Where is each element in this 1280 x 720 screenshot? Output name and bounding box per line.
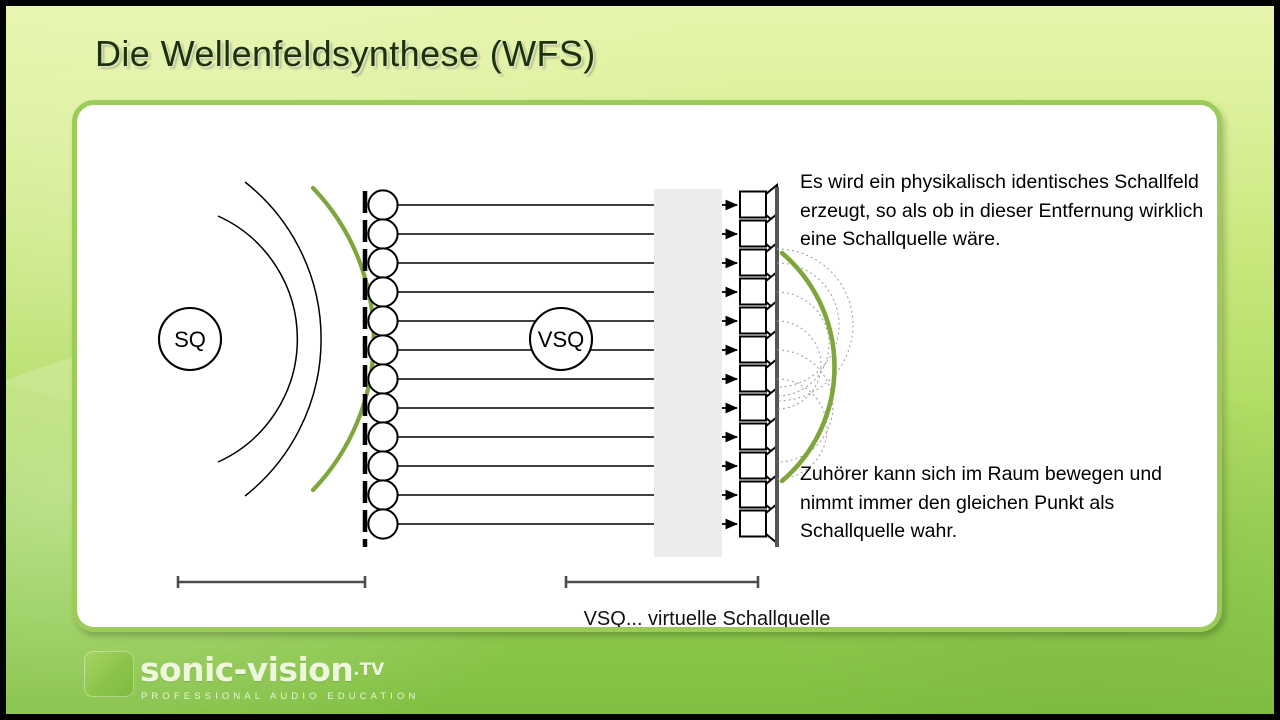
loudspeaker [739, 414, 778, 459]
real-wavefront-arcs [217, 181, 322, 497]
brand-name-text: sonic-vision [140, 650, 354, 689]
processor-block [654, 189, 722, 557]
virtual-source-circle [528, 306, 594, 372]
real-source-label: SQ [174, 327, 206, 352]
signal-lines [397, 204, 669, 525]
elementary-wavelets [776, 248, 854, 480]
wavefront-arc-2 [244, 181, 322, 497]
loudspeaker [739, 182, 778, 227]
page-title: Die Wellenfeldsynthese (WFS) [95, 33, 596, 74]
synthesized-wavefront-green [779, 250, 837, 484]
loudspeaker [739, 501, 778, 546]
virtual-source-label: VSQ [538, 327, 584, 352]
diagram-caption: VSQ... virtuelle Schallquelle [583, 608, 831, 630]
loudspeaker [739, 443, 778, 488]
wavefront-arc-1 [217, 215, 299, 463]
real-source-circle [157, 306, 223, 372]
loudspeaker [739, 269, 778, 314]
content-panel: SQ [72, 100, 1222, 632]
loudspeaker-array [739, 182, 778, 546]
loudspeaker [739, 211, 778, 256]
microphone-capsule [367, 189, 399, 540]
real-source-group: SQ [157, 306, 223, 372]
brand-logo: sonic-vision.TV PROFESSIONAL AUDIO EDUCA… [84, 650, 415, 711]
loudspeaker [739, 356, 778, 401]
wfs-diagram: SQ [157, 181, 854, 588]
brand-name: sonic-vision.TV [140, 650, 384, 689]
dimension-line-right [564, 576, 760, 588]
brand-tagline: PROFESSIONAL AUDIO EDUCATION [141, 691, 420, 702]
microphone-array [362, 189, 399, 547]
virtual-source-group: VSQ [528, 306, 594, 372]
loudspeaker [739, 327, 778, 372]
brand-suffix: .TV [353, 660, 385, 680]
swoosh-icon [84, 651, 134, 697]
explanation-paragraph-1: Es wird ein physikalisch identisches Sch… [800, 171, 1204, 250]
dimension-line-left [176, 576, 367, 588]
explanation-paragraph-2: Zuhörer kann sich im Raum bewegen und ni… [800, 463, 1163, 542]
drive-arrows [722, 199, 739, 530]
